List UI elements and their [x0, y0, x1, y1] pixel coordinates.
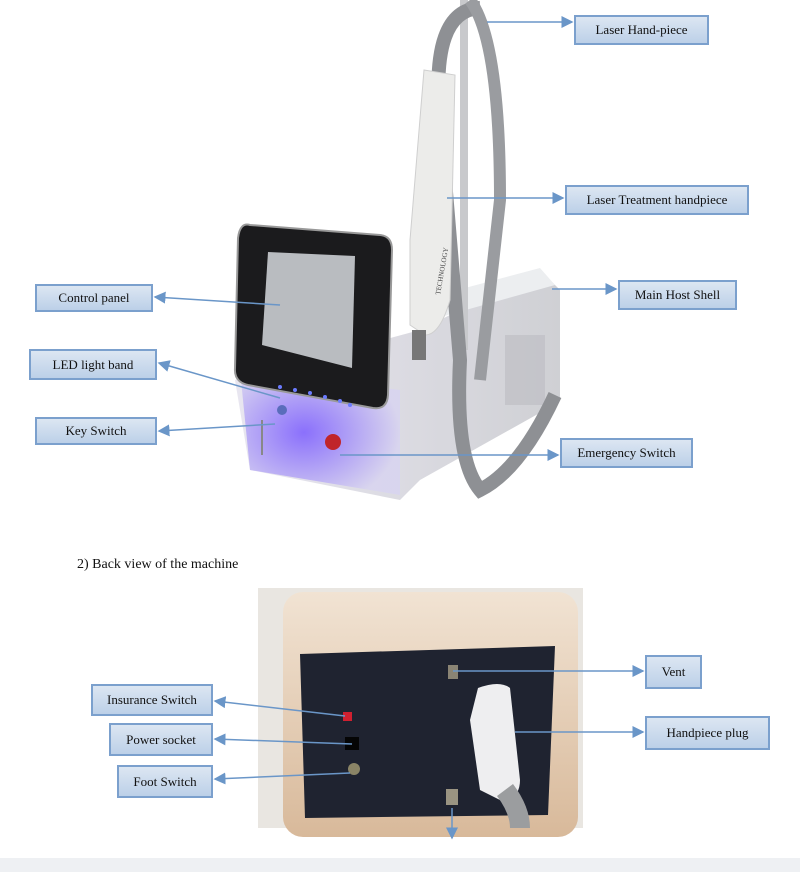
arrow-foot [213, 772, 351, 785]
label-power-socket: Power socket [109, 723, 213, 756]
label-foot-switch: Foot Switch [117, 765, 213, 798]
insurance-switch [343, 712, 352, 721]
foot-switch-port [348, 763, 360, 775]
label-insurance-switch: Insurance Switch [91, 684, 213, 716]
back-view-photo [258, 588, 583, 837]
handpiece-plug [470, 684, 520, 800]
label-laser-treatment-handpiece: Laser Treatment handpiece [565, 185, 749, 215]
arrow-power [213, 733, 353, 746]
key-switch [277, 405, 287, 415]
label-handpiece-plug: Handpiece plug [645, 716, 770, 750]
label-control-panel: Control panel [35, 284, 153, 312]
label-led-light-band: LED light band [29, 349, 157, 380]
label-emergency-switch: Emergency Switch [560, 438, 693, 468]
side-vent-grille [505, 335, 545, 405]
footer-bar [0, 858, 800, 872]
emergency-switch-button [325, 434, 341, 450]
arrow-control-panel [153, 291, 281, 306]
label-vent: Vent [645, 655, 702, 689]
vent [448, 665, 458, 679]
label-laser-hand-piece: Laser Hand-piece [574, 15, 709, 45]
label-key-switch: Key Switch [35, 417, 157, 445]
label-main-host-shell: Main Host Shell [618, 280, 737, 310]
control-panel-screen [262, 252, 355, 368]
arrow-insurance [213, 696, 346, 717]
arrow-led [157, 360, 281, 399]
arrow-key-switch [157, 423, 276, 437]
front-view-photo: TECHNOLOGY [233, 0, 562, 500]
back-view-caption: 2) Back view of the machine [77, 557, 239, 572]
